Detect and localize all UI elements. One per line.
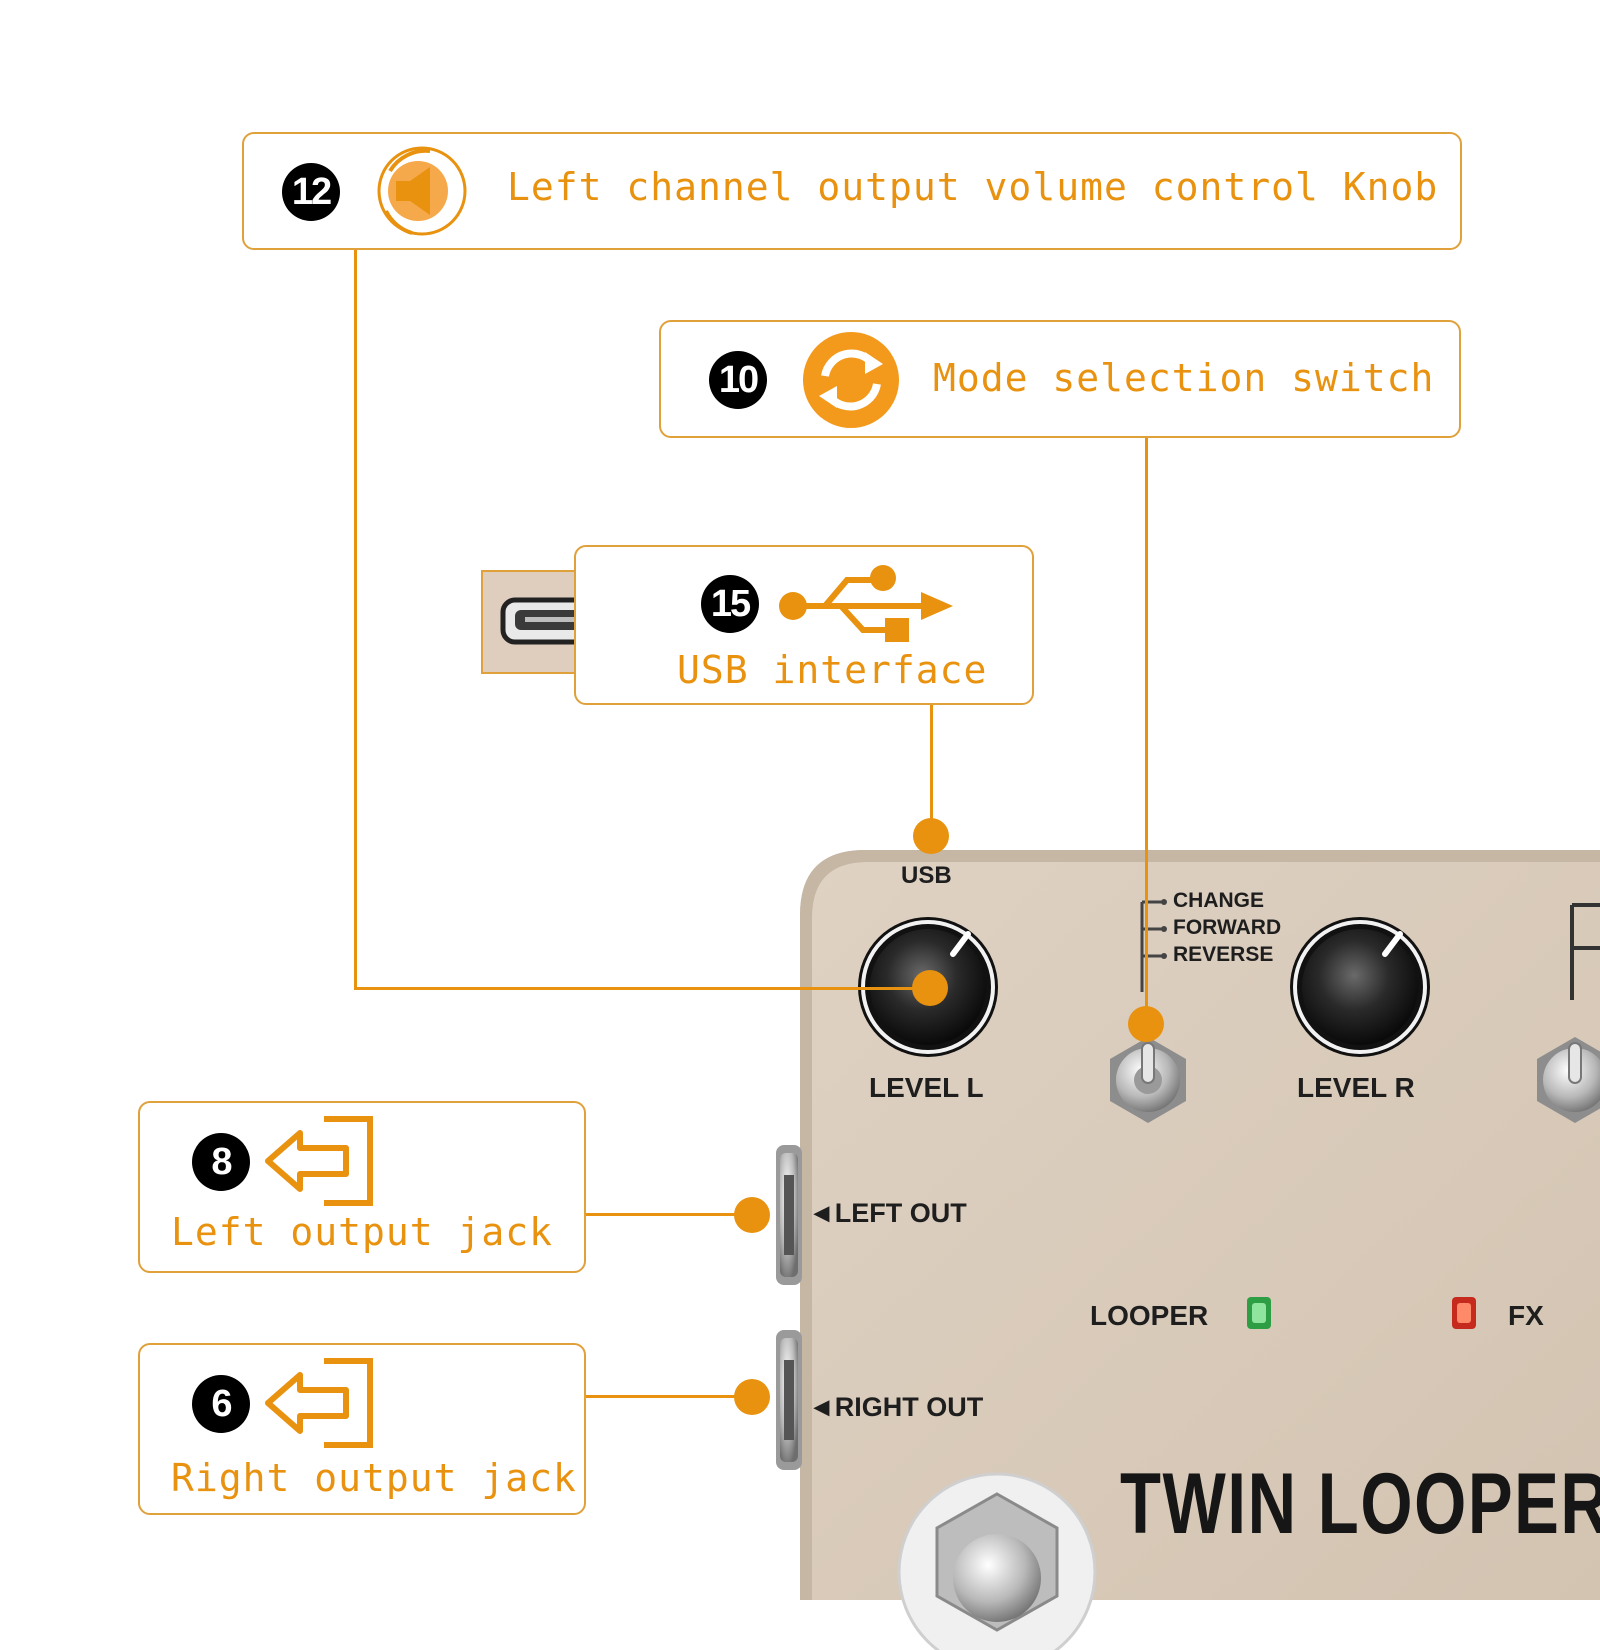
callout-15 bbox=[574, 545, 1034, 705]
right-output-jack[interactable] bbox=[770, 1330, 810, 1470]
mode-bracket bbox=[1140, 899, 1167, 992]
callout-12-label: Left channel output volume control Knob bbox=[507, 165, 1439, 209]
level-r-knob[interactable] bbox=[1285, 912, 1435, 1062]
fx-toggle-switch[interactable] bbox=[1530, 1035, 1600, 1125]
fx-label: FX bbox=[1508, 1300, 1544, 1331]
output-arrow-icon bbox=[265, 1358, 373, 1448]
badge-15: 15 bbox=[701, 575, 759, 633]
leader-line-10 bbox=[1145, 438, 1148, 1028]
mode-reverse-label: REVERSE bbox=[1173, 943, 1274, 966]
looper-led bbox=[1247, 1297, 1271, 1329]
callout-6-label: Right output jack bbox=[171, 1456, 577, 1500]
mode-forward-label: FORWARD bbox=[1173, 916, 1282, 939]
leader-line-15 bbox=[930, 705, 933, 835]
leader-line-12-horizontal bbox=[354, 987, 930, 990]
speaker-volume-icon bbox=[377, 146, 467, 236]
badge-8: 8 bbox=[192, 1133, 250, 1191]
pedal-title: TWIN LOOPER bbox=[1120, 1456, 1600, 1552]
callout-10 bbox=[659, 320, 1461, 438]
output-arrow-icon bbox=[265, 1116, 373, 1206]
callout-15-label: USB interface bbox=[677, 648, 988, 692]
footswitch[interactable] bbox=[895, 1470, 1105, 1650]
mode-change-label: CHANGE bbox=[1173, 889, 1265, 912]
badge-6: 6 bbox=[192, 1375, 250, 1433]
refresh-cycle-icon bbox=[803, 332, 899, 428]
leader-line-12-vertical bbox=[354, 250, 357, 990]
usb-icon bbox=[779, 565, 953, 642]
badge-12: 12 bbox=[282, 163, 340, 221]
anchor-dot-8 bbox=[734, 1197, 770, 1233]
badge-10: 10 bbox=[709, 351, 767, 409]
level-l-label: LEVEL L bbox=[869, 1072, 984, 1103]
callout-10-label: Mode selection switch bbox=[933, 356, 1435, 400]
looper-label: LOOPER bbox=[1090, 1300, 1209, 1331]
anchor-dot-6 bbox=[734, 1379, 770, 1415]
mode-toggle-switch[interactable] bbox=[1103, 1035, 1193, 1125]
callout-8-label: Left output jack bbox=[171, 1210, 554, 1254]
brand-logo-partial bbox=[1570, 903, 1600, 1000]
anchor-dot-12 bbox=[912, 970, 948, 1006]
anchor-dot-15 bbox=[913, 818, 949, 854]
left-output-jack[interactable] bbox=[770, 1145, 810, 1285]
level-r-label: LEVEL R bbox=[1297, 1072, 1415, 1103]
usb-port-label: USB bbox=[901, 862, 952, 889]
anchor-dot-10 bbox=[1128, 1006, 1164, 1042]
leader-line-8 bbox=[586, 1213, 756, 1216]
leader-line-6 bbox=[586, 1395, 756, 1398]
fx-led bbox=[1452, 1297, 1476, 1329]
left-out-label: ◄LEFT OUT bbox=[808, 1198, 967, 1228]
right-out-label: ◄RIGHT OUT bbox=[808, 1392, 984, 1422]
